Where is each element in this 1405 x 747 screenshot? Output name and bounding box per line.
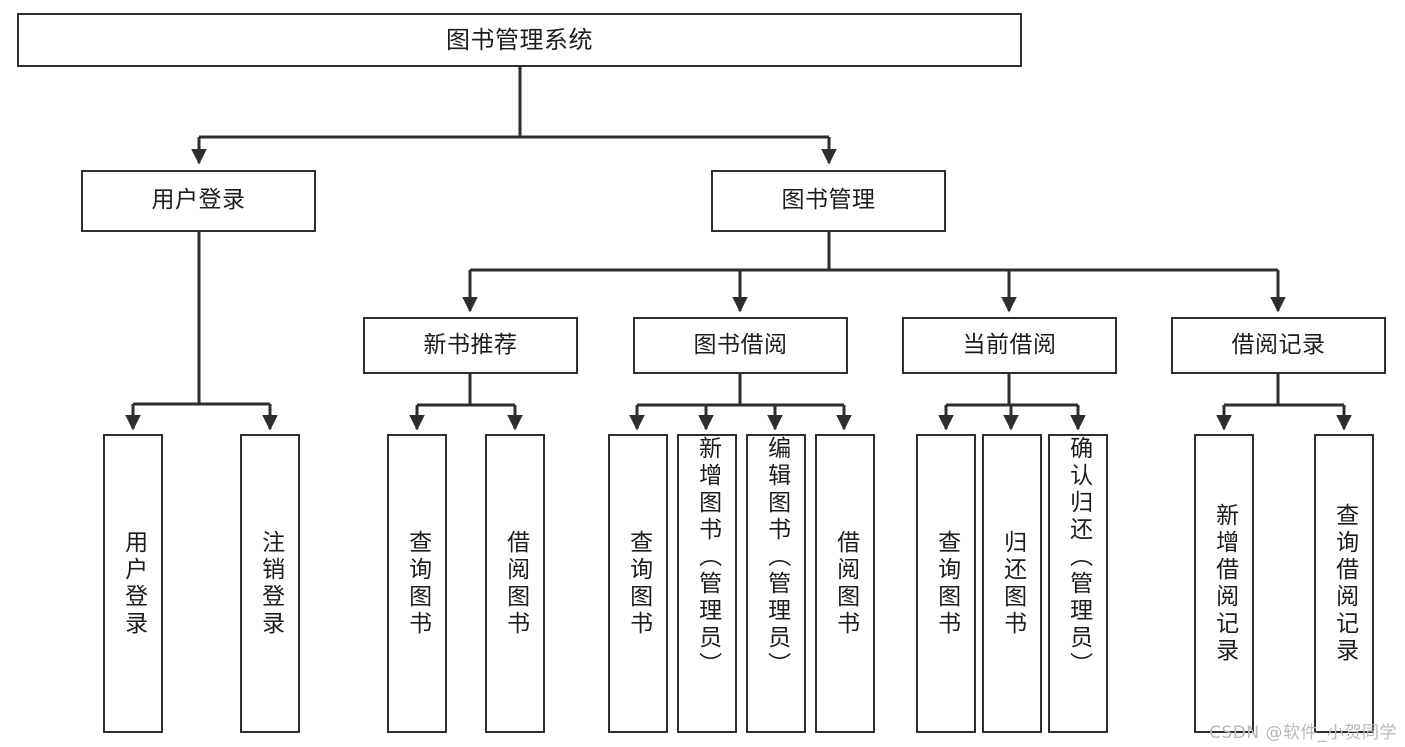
node-borrow-record[interactable]: 借阅记录 (1171, 317, 1386, 374)
node-user-login[interactable]: 用户登录 (81, 170, 316, 232)
leaf-confirm-return-label: 确认归还（管理员） (1065, 436, 1092, 679)
watermark-text: CSDN @软件_小贺同学 (1209, 723, 1397, 743)
leaf-add-record-label: 新增借阅记录 (1211, 502, 1238, 665)
leaf-edit-book-label: 编辑图书（管理员） (763, 436, 790, 679)
leaf-query-book-1-label: 查询图书 (404, 529, 431, 638)
node-new-book-rec[interactable]: 新书推荐 (363, 317, 578, 374)
node-borrow-record-label: 借阅记录 (1231, 331, 1326, 358)
leaf-add-record[interactable]: 新增借阅记录 (1194, 434, 1254, 733)
leaf-borrow-book-1-label: 借阅图书 (502, 529, 529, 638)
leaf-add-book-label: 新增图书（管理员） (694, 436, 721, 679)
node-current-borrow-label: 当前借阅 (962, 331, 1057, 358)
leaf-query-book-1[interactable]: 查询图书 (387, 434, 447, 733)
leaf-confirm-return[interactable]: 确认归还（管理员） (1048, 434, 1108, 733)
leaf-borrow-book-2[interactable]: 借阅图书 (815, 434, 875, 733)
leaf-query-book-2[interactable]: 查询图书 (608, 434, 668, 733)
node-new-book-rec-label: 新书推荐 (423, 331, 518, 358)
leaf-query-book-3-label: 查询图书 (933, 529, 960, 638)
leaf-return-book-label: 归还图书 (999, 529, 1026, 638)
leaf-user-login[interactable]: 用户登录 (103, 434, 163, 733)
leaf-user-login-label: 用户登录 (120, 529, 147, 638)
leaf-logout-label: 注销登录 (257, 529, 284, 638)
node-book-borrow[interactable]: 图书借阅 (633, 317, 848, 374)
node-user-login-label: 用户登录 (151, 187, 246, 214)
node-book-manage[interactable]: 图书管理 (711, 170, 946, 232)
node-root-label: 图书管理系统 (446, 25, 593, 54)
leaf-edit-book[interactable]: 编辑图书（管理员） (746, 434, 806, 733)
leaf-borrow-book-1[interactable]: 借阅图书 (485, 434, 545, 733)
node-current-borrow[interactable]: 当前借阅 (902, 317, 1117, 374)
leaf-query-record[interactable]: 查询借阅记录 (1314, 434, 1374, 733)
node-root[interactable]: 图书管理系统 (17, 13, 1022, 67)
leaf-borrow-book-2-label: 借阅图书 (832, 529, 859, 638)
node-book-manage-label: 图书管理 (781, 187, 876, 214)
leaf-add-book[interactable]: 新增图书（管理员） (677, 434, 737, 733)
node-book-borrow-label: 图书借阅 (693, 331, 788, 358)
leaf-logout[interactable]: 注销登录 (240, 434, 300, 733)
leaf-query-book-2-label: 查询图书 (625, 529, 652, 638)
leaf-query-record-label: 查询借阅记录 (1331, 502, 1358, 665)
leaf-query-book-3[interactable]: 查询图书 (916, 434, 976, 733)
leaf-return-book[interactable]: 归还图书 (982, 434, 1042, 733)
